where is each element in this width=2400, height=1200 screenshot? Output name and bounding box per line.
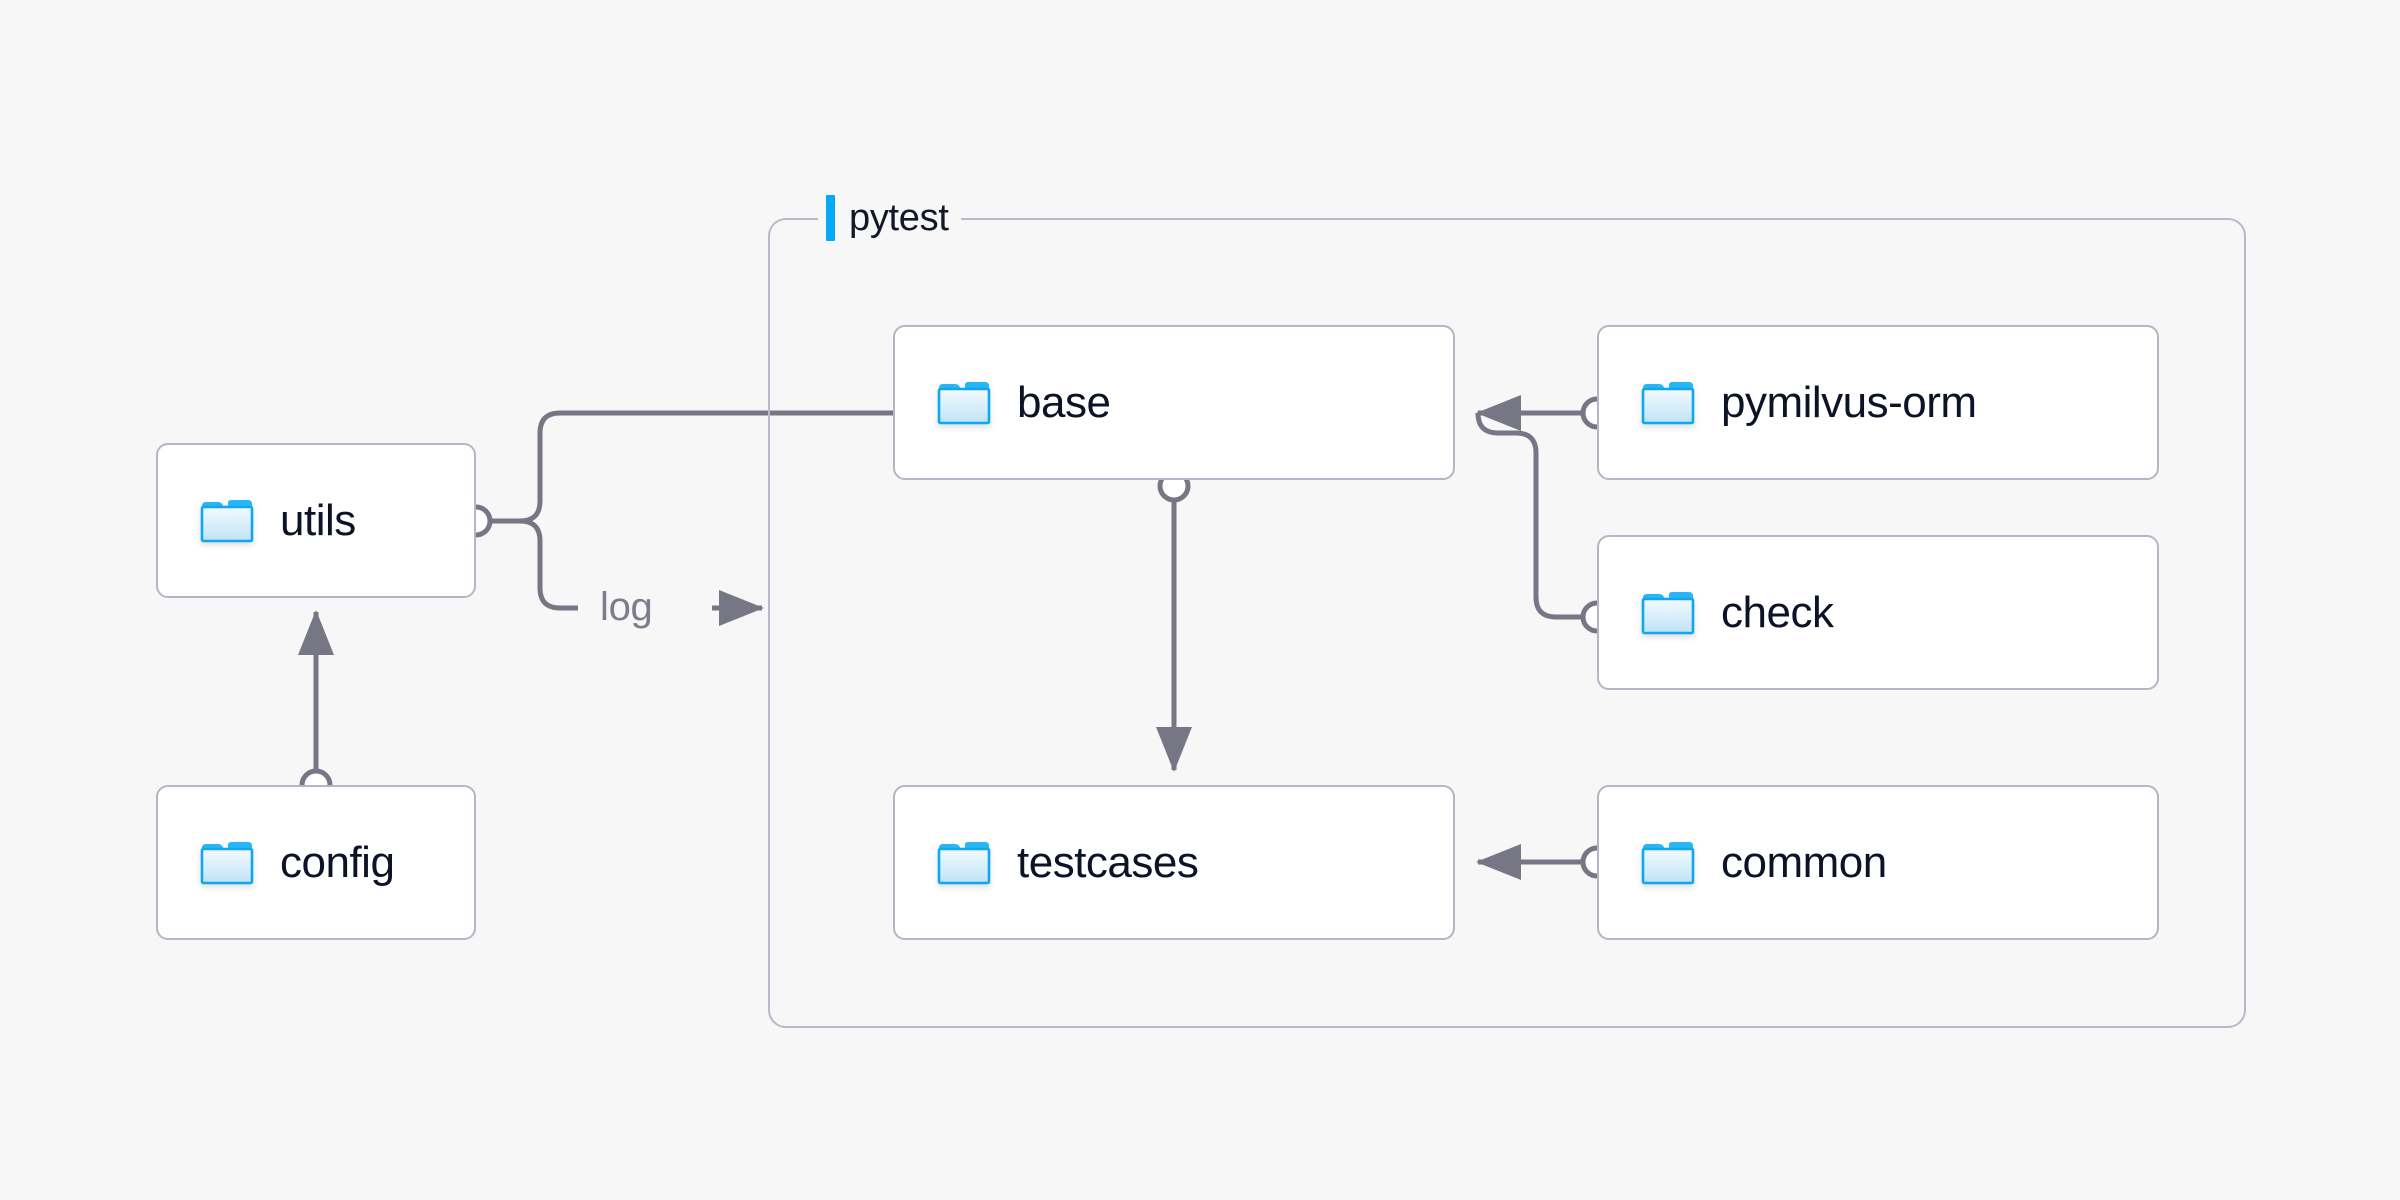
folder-icon [937,840,991,886]
node-config[interactable]: config [156,785,476,940]
folder-icon [1641,590,1695,636]
node-common-label: common [1721,837,1887,887]
node-testcases[interactable]: testcases [893,785,1455,940]
folder-icon [200,840,254,886]
node-pymilvus-orm-label: pymilvus-orm [1721,377,1977,427]
folder-icon [1641,380,1695,426]
folder-icon [200,498,254,544]
node-common[interactable]: common [1597,785,2159,940]
node-config-label: config [280,837,395,887]
group-accent-bar [826,195,835,241]
node-check-label: check [1721,587,1834,637]
node-base[interactable]: base [893,325,1455,480]
node-testcases-label: testcases [1017,837,1199,887]
node-pymilvus-orm[interactable]: pymilvus-orm [1597,325,2159,480]
node-utils-label: utils [280,495,356,545]
folder-icon [937,380,991,426]
node-utils[interactable]: utils [156,443,476,598]
node-base-label: base [1017,377,1111,427]
group-pytest-label-wrap: pytest [818,192,961,244]
edge-label-log: log [600,585,653,629]
node-check[interactable]: check [1597,535,2159,690]
group-pytest[interactable] [768,218,2246,1028]
edge-utils-to-log [491,518,578,611]
group-pytest-label: pytest [849,196,949,239]
folder-icon [1641,840,1695,886]
